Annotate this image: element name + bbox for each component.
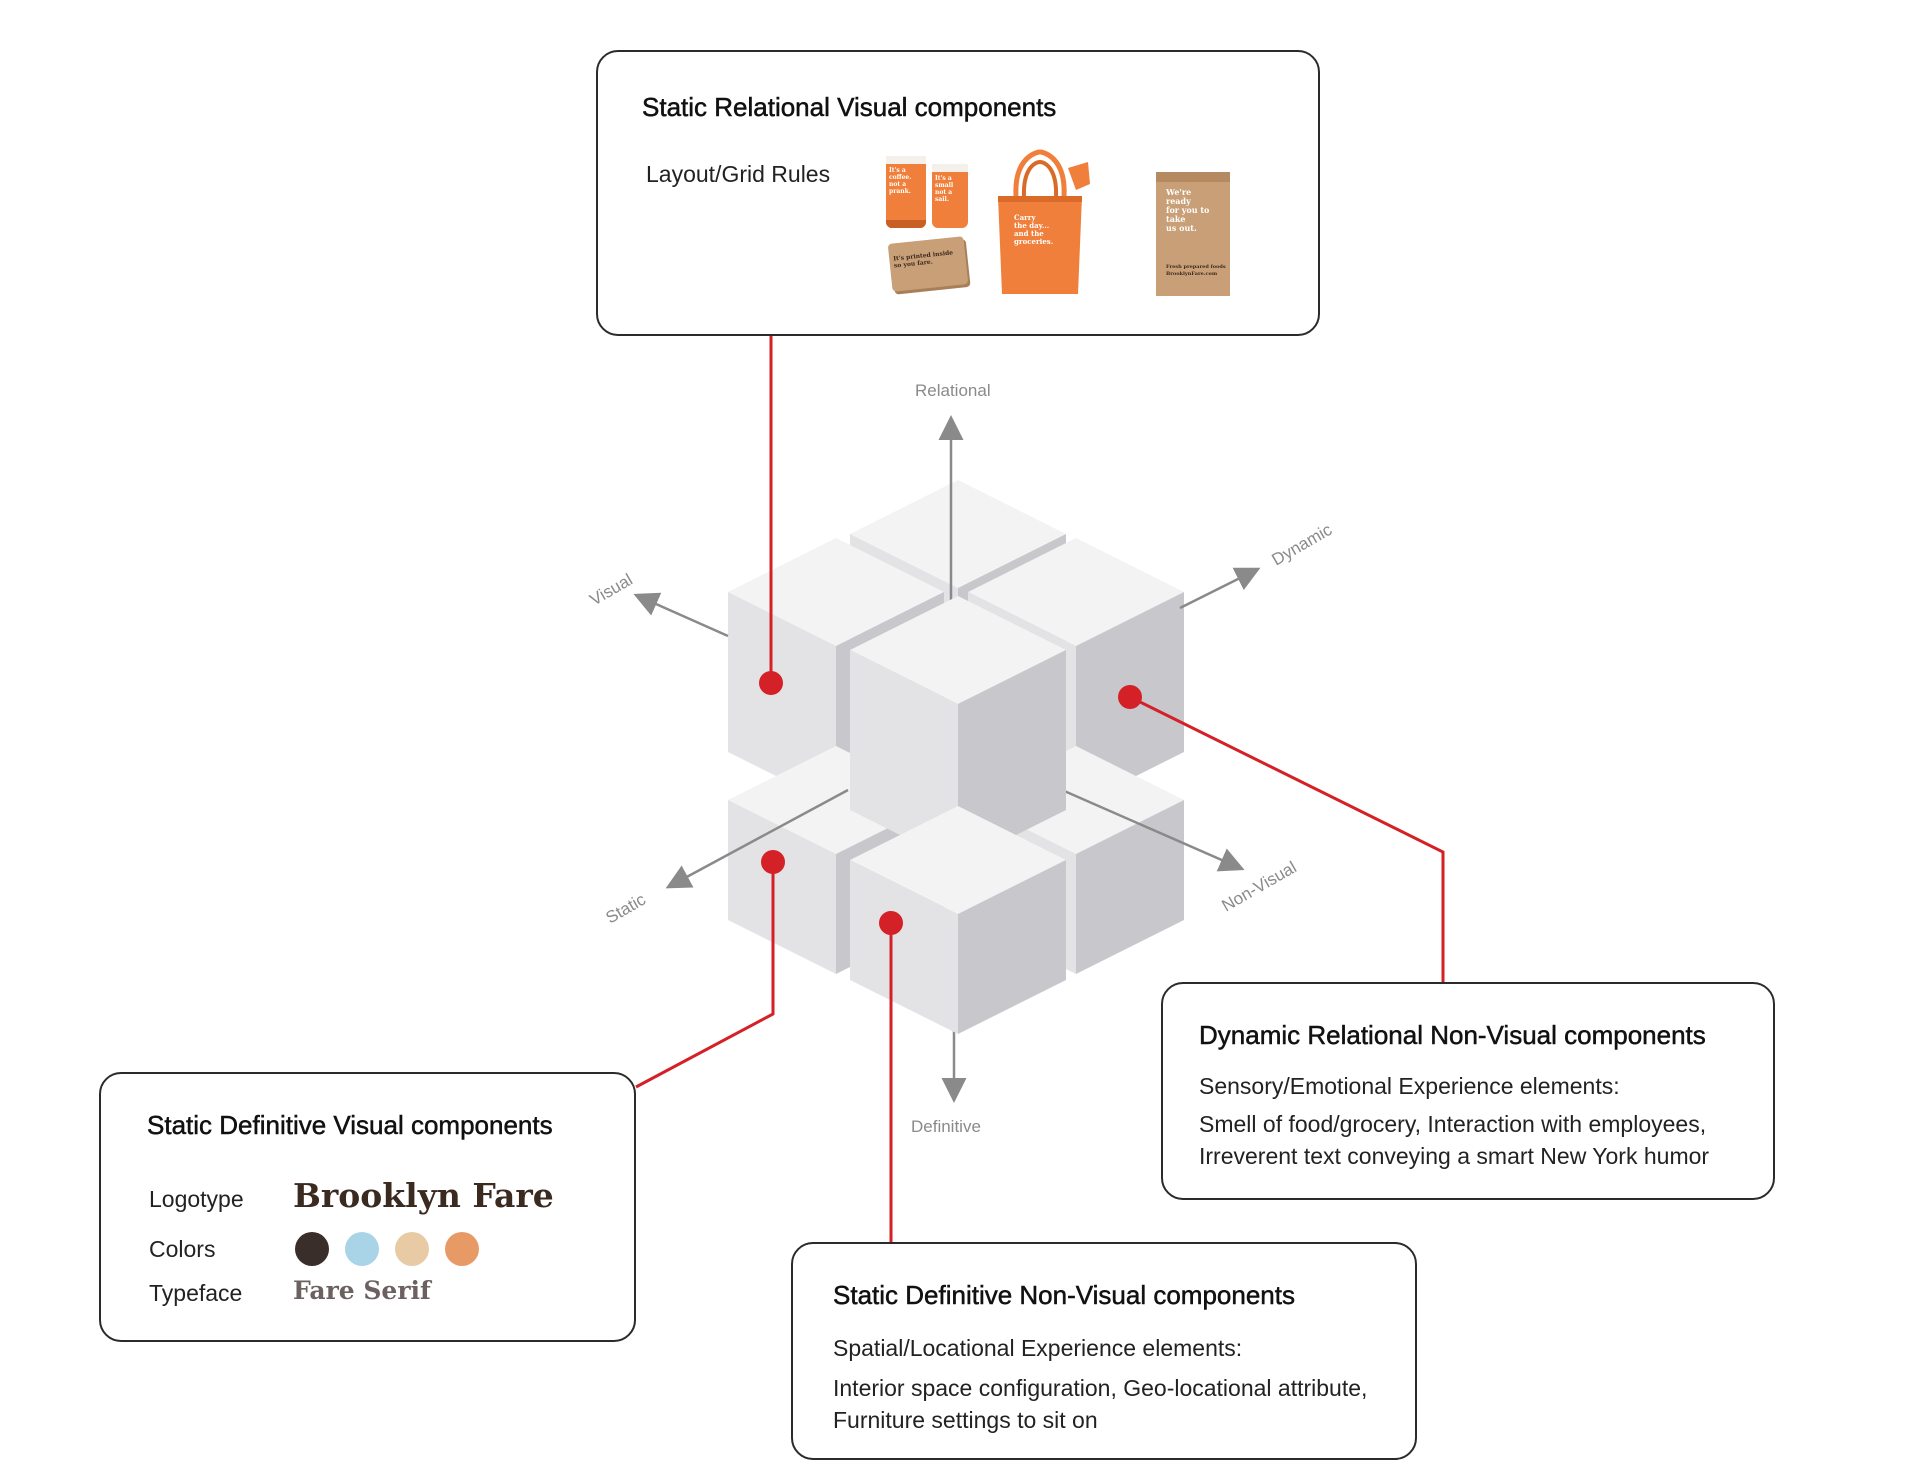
- coffee-cup-image: It's a small not a sail.: [932, 164, 968, 228]
- axis-non-visual: [1061, 788, 1245, 872]
- card-copy: It's printed inside so you fare.: [892, 249, 954, 270]
- card-static-definitive-visual: Static Definitive Visual components Logo…: [99, 1072, 636, 1342]
- axis-label-relational: Relational: [915, 381, 991, 400]
- kraft-card-image: It's printed inside so you fare.: [887, 236, 969, 292]
- color-swatch: [395, 1232, 429, 1266]
- tote-bag-shape: [998, 149, 1090, 294]
- axis-label-visual: Visual: [587, 570, 636, 609]
- color-swatch: [345, 1232, 379, 1266]
- card-line: Irreverent text conveying a smart New Yo…: [1199, 1143, 1710, 1169]
- cube-front-group: [850, 596, 1066, 1034]
- color-swatch: [445, 1232, 479, 1266]
- card-static-definitive-nonvisual: Static Definitive Non-Visual components …: [791, 1242, 1417, 1460]
- card-title: Static Definitive Visual components: [147, 1110, 553, 1141]
- tote-bag-image: Carry the day... and the groceries.: [990, 148, 1090, 298]
- cube-right-face: [958, 650, 1066, 864]
- connector-dynamic-relational-nonvisual: [1129, 695, 1445, 982]
- connector-dot: [759, 671, 783, 695]
- coffee-cup-image: It's a coffee. not a prank.: [886, 156, 926, 228]
- axis-label-definitive: Definitive: [911, 1117, 981, 1136]
- colors-label: Colors: [149, 1236, 216, 1262]
- cube-left-face: [850, 650, 958, 864]
- card-line: Interior space configuration, Geo-locati…: [833, 1375, 1368, 1401]
- card-dynamic-relational-nonvisual: Dynamic Relational Non-Visual components…: [1161, 982, 1775, 1200]
- paper-bag-image: We're ready for you to take us out. Fres…: [1156, 172, 1230, 296]
- axis-static: [665, 788, 849, 889]
- connector-dot: [1118, 685, 1142, 709]
- tote-copy: Carry the day... and the groceries.: [1014, 213, 1054, 246]
- cube-left-face: [728, 592, 836, 806]
- cube-left-face: [728, 800, 836, 974]
- cube-left-face: [850, 860, 958, 1034]
- axis-label-non-visual: Non-Visual: [1219, 858, 1300, 916]
- connector-dot: [879, 911, 903, 935]
- card-title: Dynamic Relational Non-Visual components: [1199, 1020, 1706, 1051]
- cube-right-face: [958, 860, 1066, 1034]
- card-line: Smell of food/grocery, Interaction with …: [1199, 1111, 1707, 1137]
- axis-visual: [633, 592, 729, 638]
- cup-copy: It's a coffee. not a prank.: [889, 167, 912, 195]
- cube-right-face: [1076, 800, 1184, 974]
- typeface-value: Fare Serif: [293, 1276, 431, 1305]
- card-title: Static Relational Visual components: [642, 92, 1057, 123]
- bag-footer: Fresh prepared foods BrooklynFare.com: [1166, 264, 1226, 277]
- layout-grid-rules-label: Layout/Grid Rules: [646, 161, 831, 187]
- axis-dynamic: [1179, 567, 1261, 610]
- cup-copy: It's a small not a sail.: [935, 175, 954, 203]
- card-subtitle: Sensory/Emotional Experience elements:: [1199, 1073, 1620, 1099]
- connectors: [635, 334, 1445, 1242]
- logotype-value: Brooklyn Fare: [293, 1176, 554, 1215]
- cube-front-top: [850, 596, 1066, 864]
- connector-dot: [761, 850, 785, 874]
- card-line: Furniture settings to sit on: [833, 1407, 1098, 1433]
- connector-static-definitive-visual: [635, 862, 775, 1089]
- card-static-relational-visual: Static Relational Visual components Layo…: [596, 50, 1320, 336]
- cube-front-bottom: [850, 806, 1066, 1034]
- typeface-label: Typeface: [149, 1280, 243, 1306]
- bag-copy: We're ready for you to take us out.: [1166, 187, 1210, 233]
- card-subtitle: Spatial/Locational Experience elements:: [833, 1335, 1243, 1361]
- logotype-label: Logotype: [149, 1186, 244, 1212]
- axis-label-static: Static: [603, 890, 650, 928]
- axis-label-dynamic: Dynamic: [1269, 520, 1336, 570]
- connector-dots: [759, 671, 1142, 935]
- card-title: Static Definitive Non-Visual components: [833, 1280, 1295, 1311]
- color-swatch: [295, 1232, 329, 1266]
